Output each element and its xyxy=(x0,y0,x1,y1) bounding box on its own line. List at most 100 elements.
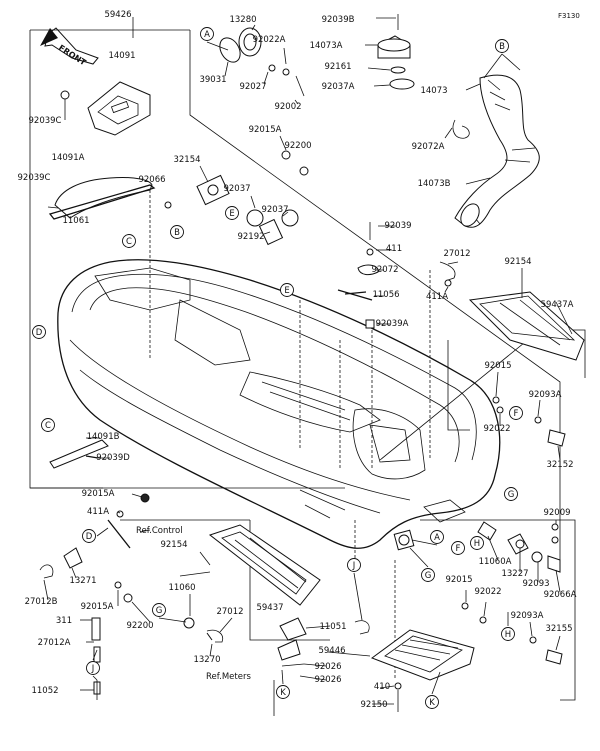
callout-letter: A xyxy=(434,533,440,543)
callout-circle xyxy=(425,695,439,709)
side-plate-59437A xyxy=(439,261,585,361)
part-label-411A-left: 411A xyxy=(87,507,109,517)
callout-letter: B xyxy=(174,228,180,238)
part-label-92037-b: 92037 xyxy=(261,205,288,215)
leader-lines xyxy=(43,17,573,705)
part-label-14073: 14073 xyxy=(420,86,447,96)
callout-J-mid: J xyxy=(347,558,361,572)
part-label-27012-top: 27012 xyxy=(443,249,470,259)
part-label-14091: 14091 xyxy=(108,51,135,61)
part-label-92039C-mid: 92039C xyxy=(18,173,51,183)
cover-14091 xyxy=(60,81,151,136)
callout-letter: H xyxy=(505,630,511,640)
ref-control-label: Ref.Control xyxy=(136,526,183,536)
callout-H-low: H xyxy=(470,536,484,550)
part-label-92039D: 92039D xyxy=(96,453,130,463)
part-label-32152: 32152 xyxy=(546,460,573,470)
callout-letter: J xyxy=(352,561,356,571)
part-label-92015A-top: 92015A xyxy=(249,125,282,135)
part-label-92150: 92150 xyxy=(360,700,387,710)
part-label-92026-b: 92026 xyxy=(314,675,341,685)
callout-letter: D xyxy=(86,532,93,542)
part-label-14073A: 14073A xyxy=(310,41,343,51)
part-label-11060: 11060 xyxy=(168,583,195,593)
part-label-92161: 92161 xyxy=(324,62,351,72)
callout-circle xyxy=(504,487,518,501)
callout-F-right: F xyxy=(509,406,523,420)
top-center-parts xyxy=(196,27,309,246)
callout-G-low: G xyxy=(421,568,435,582)
callout-circle xyxy=(82,529,96,543)
callout-circle xyxy=(200,27,214,41)
part-label-92015A-low: 92015A xyxy=(81,602,114,612)
part-label-92072: 92072 xyxy=(371,265,398,275)
part-label-59437A: 59437A xyxy=(541,300,574,310)
part-label-14091B: 14091B xyxy=(87,432,120,442)
callout-letter: G xyxy=(156,606,163,616)
part-label-92200-low: 92200 xyxy=(126,621,153,631)
right-fittings xyxy=(461,396,566,665)
part-label-92002: 92002 xyxy=(274,102,301,112)
part-label-11056: 11056 xyxy=(372,290,399,300)
part-label-92200-top: 92200 xyxy=(284,141,311,151)
callout-circle xyxy=(32,325,46,339)
callout-circle xyxy=(225,206,239,220)
part-label-14073B: 14073B xyxy=(418,179,451,189)
callout-circle xyxy=(430,530,444,544)
part-label-92093A-top: 92093A xyxy=(529,390,562,400)
side-plate-59437 xyxy=(179,524,321,643)
callout-circle xyxy=(152,603,166,617)
callout-circle xyxy=(347,558,361,572)
callout-circle xyxy=(280,283,294,297)
duct-assembly xyxy=(377,14,540,228)
part-label-13271: 13271 xyxy=(69,576,96,586)
callout-C-mid: C xyxy=(122,234,136,248)
part-label-92066: 92066 xyxy=(138,175,165,185)
callout-circle xyxy=(170,225,184,239)
callout-D-left: D xyxy=(32,325,46,339)
part-label-13280: 13280 xyxy=(229,15,256,25)
callout-E-top: E xyxy=(225,206,239,220)
part-label-92154-top: 92154 xyxy=(504,257,531,267)
part-label-92039C-top: 92039C xyxy=(29,116,62,126)
callout-A-top: A xyxy=(200,27,214,41)
part-label-11060A: 11060A xyxy=(479,557,512,567)
callout-circle xyxy=(276,685,290,699)
part-label-92093A-low: 92093A xyxy=(511,611,544,621)
part-label-92037A: 92037A xyxy=(322,82,355,92)
part-label-92072A: 92072A xyxy=(412,142,445,152)
callout-letter: K xyxy=(429,698,435,708)
part-label-11051: 11051 xyxy=(319,622,346,632)
part-label-13270: 13270 xyxy=(193,655,220,665)
part-label-92039: 92039 xyxy=(384,221,411,231)
callout-letter: C xyxy=(45,421,51,431)
storage-cover-14091A xyxy=(47,177,172,220)
figure-code: F3130 xyxy=(558,12,580,20)
part-label-411: 411 xyxy=(386,244,402,254)
callout-circle xyxy=(86,661,100,675)
part-label-92026-a: 92026 xyxy=(314,662,341,672)
callout-circle xyxy=(495,39,509,53)
callout-letter: G xyxy=(425,571,432,581)
callout-B-mid: B xyxy=(170,225,184,239)
part-label-59426: 59426 xyxy=(104,10,131,20)
callout-letter: F xyxy=(514,409,519,419)
part-label-410: 410 xyxy=(374,682,390,692)
part-label-92192: 92192 xyxy=(237,232,264,242)
callout-letter: H xyxy=(474,539,480,549)
callout-letter: A xyxy=(204,30,210,40)
part-label-59437: 59437 xyxy=(256,603,283,613)
part-label-92015-low: 92015 xyxy=(445,575,472,585)
callout-A-low: A xyxy=(430,530,444,544)
part-label-92015A-left: 92015A xyxy=(82,489,115,499)
part-label-92022-low: 92022 xyxy=(474,587,501,597)
part-label-59446: 59446 xyxy=(318,646,345,656)
callout-K-left: K xyxy=(276,685,290,699)
ref-meters-label: Ref.Meters xyxy=(206,672,251,682)
callout-G-right: G xyxy=(504,487,518,501)
left-fittings xyxy=(39,439,150,700)
callout-circle xyxy=(451,541,465,555)
part-label-27012-low: 27012 xyxy=(216,607,243,617)
